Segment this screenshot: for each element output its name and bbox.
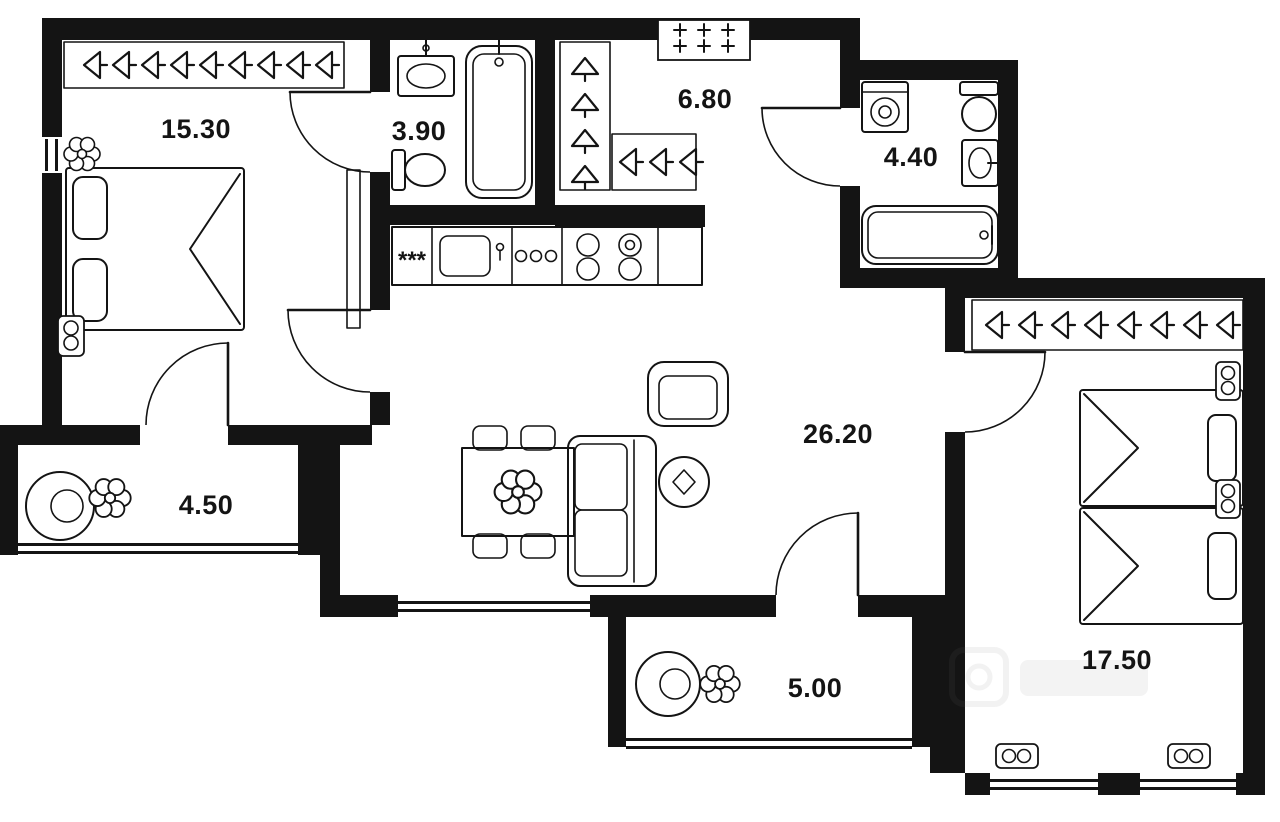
shelf-icon: [346, 169, 361, 329]
room-label-loggia-1: 4.50: [179, 490, 234, 520]
room-label-bathroom-2: 4.40: [884, 142, 939, 172]
plant-icon: [88, 478, 132, 518]
balcony-2-furniture: [635, 651, 741, 717]
kitchen-counter: ***: [391, 226, 703, 286]
plant-icon: [63, 136, 101, 172]
loggia-1-furniture: [25, 471, 132, 541]
armchair-icon: [647, 361, 729, 427]
drain-holes-icon: [514, 249, 558, 263]
room-label-bathroom-1: 3.90: [392, 116, 447, 146]
washing-machine-icon: [861, 81, 909, 133]
sink-icon: [397, 39, 455, 97]
room-label-bedroom-2: 17.50: [1082, 645, 1152, 675]
wardrobe-icon: [971, 299, 1244, 351]
round-armchair-icon: [635, 651, 701, 717]
door-bedroom2: [963, 350, 1047, 433]
radiator-icon: [1215, 361, 1241, 401]
shoe-rack-icon: [657, 19, 751, 61]
round-armchair-icon: [25, 471, 95, 541]
watermark: [949, 647, 1148, 707]
sink-icon: [961, 139, 999, 187]
plant-icon: [699, 664, 741, 704]
single-bed-icon: [1079, 507, 1244, 625]
double-bed-icon: [65, 167, 245, 331]
bathroom-1-fixtures: [391, 39, 533, 199]
radiator-icon: [995, 743, 1039, 769]
room-label-balcony-2: 5.00: [788, 673, 843, 703]
toilet-icon: [959, 81, 999, 132]
bathtub-icon: [465, 39, 533, 199]
single-bed-icon: [1079, 389, 1244, 507]
coffee-table-icon: [658, 456, 710, 508]
counter-marks: ***: [398, 247, 427, 274]
radiator-icon: [1167, 743, 1211, 769]
room-label-hallway: 6.80: [678, 84, 733, 114]
radiator-icon: [1215, 479, 1241, 519]
radiator-icon: [57, 315, 85, 357]
room-label-living-room: 26.20: [803, 419, 873, 449]
bedroom-1-furniture: [57, 41, 361, 357]
door-bathroom1: [288, 90, 372, 173]
door-bedroom1-loggia: [145, 341, 230, 427]
living-room-furniture: [461, 361, 729, 587]
kitchen-sink-icon: [439, 235, 505, 277]
sofa-icon: [567, 435, 657, 587]
coat-rack-icon: [611, 133, 705, 191]
wardrobe-icon: [63, 41, 345, 89]
door-living-balcony: [775, 511, 860, 597]
room-labels: 15.30 3.90 6.80 4.40 26.20 4.50 5.00 17.…: [161, 84, 1152, 703]
door-bathroom2: [760, 106, 842, 187]
bathtub-icon: [861, 205, 999, 265]
dining-table-icon: [461, 425, 575, 559]
hob-icon: [576, 233, 642, 281]
walls: [0, 18, 1265, 795]
bedroom-2-furniture: [971, 299, 1244, 769]
door-bedroom1-living: [286, 308, 372, 393]
windows: [18, 139, 1236, 790]
hallway-fixtures: [559, 19, 751, 191]
doors: [145, 90, 1047, 597]
wardrobe-icon: [559, 41, 611, 191]
room-label-bedroom-1: 15.30: [161, 114, 231, 144]
bathroom-2-fixtures: [861, 81, 999, 265]
toilet-icon: [391, 149, 446, 191]
